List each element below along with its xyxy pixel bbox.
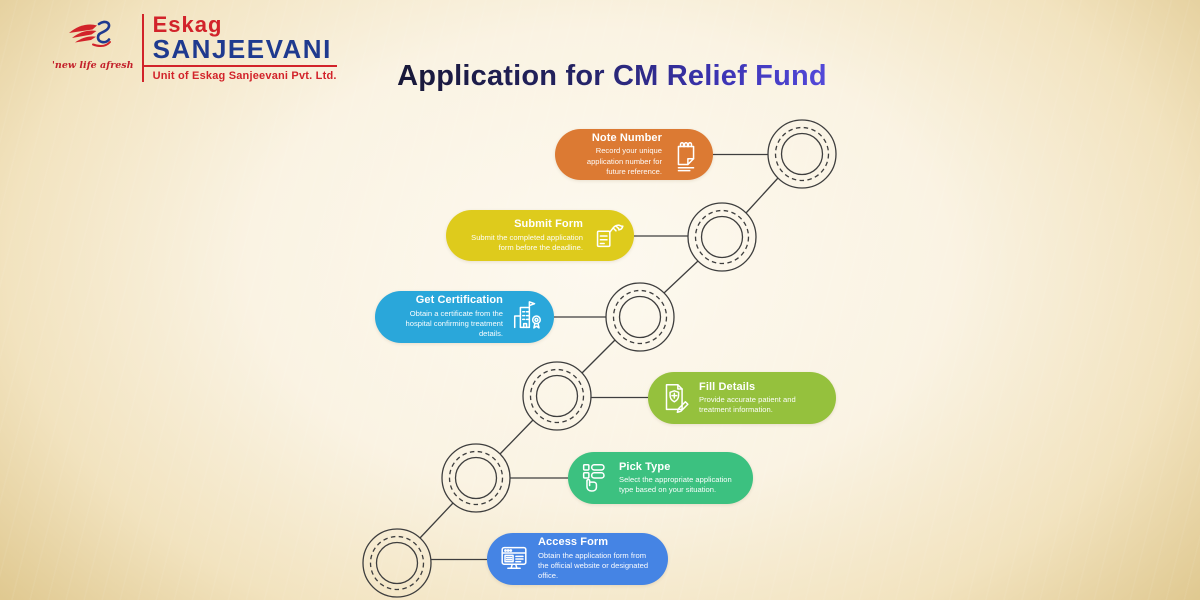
monitor-form-icon	[496, 540, 532, 578]
logo-brand-top: Eskag	[152, 12, 223, 37]
step-description: Provide accurate patient and treatment i…	[699, 395, 796, 415]
hand-submit-document-icon	[589, 217, 625, 255]
step-description: Select the appropriate application type …	[619, 475, 732, 495]
bird-logo-icon	[68, 20, 111, 47]
hospital-badge-icon	[509, 298, 545, 336]
step-title: Fill Details	[699, 380, 756, 393]
step-description: Obtain the application form from the off…	[538, 550, 649, 581]
step-pill-fill-details: Fill Details Provide accurate patient an…	[648, 372, 836, 424]
step-description: Submit the completed application form be…	[471, 232, 583, 252]
step-pill-note-number: Note Number Record your unique applicati…	[555, 129, 713, 180]
step-pill-pick-type: Pick Type Select the appropriate applica…	[568, 452, 753, 504]
step-circle-3	[522, 361, 592, 431]
diagonal-link-4-5	[663, 260, 699, 294]
step-description: Obtain a certificate from the hospital c…	[405, 308, 504, 339]
logo-unit-line: Unit of Eskag Sanjeevani Pvt. Ltd.	[152, 70, 337, 83]
document-shield-pencil-icon	[657, 379, 693, 417]
step-title: Submit Form	[514, 218, 583, 230]
logo-divider-line	[141, 14, 144, 83]
step-title: Get Certification	[415, 294, 503, 307]
step-circle-5	[687, 202, 757, 272]
step-title: Access Form	[538, 536, 609, 549]
diagonal-link-3-4	[581, 339, 616, 374]
logo-text-block: Eskag SANJEEVANI Unit of Eskag Sanjeevan…	[142, 12, 337, 83]
step-description: Record your unique application number fo…	[586, 146, 662, 176]
page-title: Application for CM Relief Fund	[362, 60, 862, 93]
logo-tagline: 'new life afresh	[52, 60, 134, 71]
step-title: Note Number	[591, 131, 662, 144]
step-circle-4	[605, 282, 675, 352]
logo-brand-main: SANJEEVANI	[152, 34, 332, 65]
spiral-notepad-icon	[668, 136, 704, 174]
diagonal-link-1-2	[419, 502, 454, 539]
diagonal-link-2-3	[499, 419, 534, 455]
step-circle-2	[441, 443, 511, 513]
step-pill-submit-form: Submit Form Submit the completed applica…	[446, 210, 634, 261]
step-title: Pick Type	[619, 460, 671, 473]
step-circle-1	[362, 528, 432, 598]
diagonal-link-5-6	[745, 177, 779, 214]
step-circle-6	[767, 119, 837, 189]
logo-mark-block: 'new life afresh	[52, 12, 142, 82]
logo-rule-line	[142, 65, 337, 68]
options-hand-icon	[577, 459, 613, 497]
step-pill-get-certification: Get Certification Obtain a certificate f…	[375, 291, 554, 343]
step-pill-access-form: Access Form Obtain the application form …	[487, 533, 668, 585]
eskag-sanjeevani-logo: 'new life afresh Eskag SANJEEVANI Unit o…	[52, 12, 337, 83]
